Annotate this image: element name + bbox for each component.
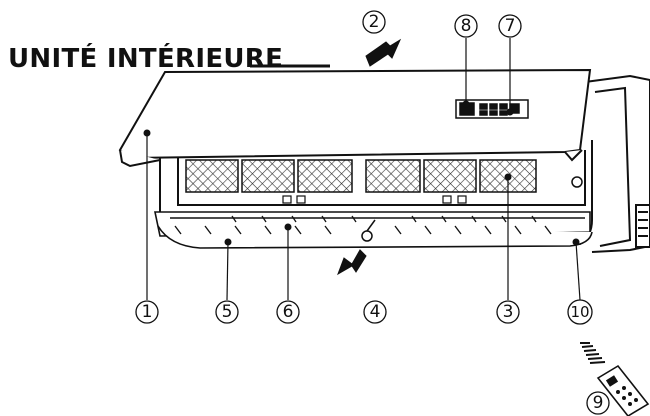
- callout-6: 6: [283, 302, 294, 322]
- unit-side-body: [584, 74, 650, 253]
- callout-markers: [135, 10, 610, 415]
- louver-blades: [174, 215, 552, 235]
- callout-9: 9: [593, 393, 604, 413]
- diagram-title: UNITÉ INTÉRIEURE: [8, 44, 284, 74]
- callout-1: 1: [142, 302, 153, 322]
- callout-circle-5: [215, 300, 239, 324]
- leader-lines: [146, 38, 581, 301]
- filter-5: [423, 159, 477, 193]
- callout-circle-6: [276, 300, 300, 324]
- callout-8: 8: [461, 16, 472, 36]
- remote-signal-lines: [580, 342, 606, 364]
- filter-2: [241, 159, 295, 193]
- callout-circle-3: [496, 300, 520, 324]
- remote-control: [580, 342, 650, 416]
- callout-circle-2: [362, 10, 386, 34]
- louver-assembly: [154, 211, 593, 249]
- callout-circle-4: [363, 300, 387, 324]
- filter-4: [365, 159, 421, 193]
- callout-circle-10: [567, 299, 593, 325]
- front-panel: [118, 68, 592, 168]
- callout-7: 7: [505, 16, 516, 36]
- callout-3: 3: [503, 302, 514, 322]
- callout-10: 10: [570, 303, 589, 321]
- callout-circle-9: [586, 391, 610, 415]
- callout-2: 2: [369, 12, 380, 32]
- callout-circle-8: [454, 14, 478, 38]
- leader-dots: [143, 100, 580, 246]
- air-inlet-arrow: [365, 38, 402, 67]
- filter-3: [297, 159, 353, 193]
- callout-circle-7: [498, 14, 522, 38]
- air-filters: [185, 159, 537, 193]
- callout-5: 5: [222, 302, 233, 322]
- air-outlet-arrow: [337, 249, 367, 276]
- emergency-button: [571, 176, 583, 188]
- filter-clips: [282, 195, 467, 204]
- callout-circle-1: [135, 300, 159, 324]
- callout-4: 4: [370, 302, 381, 322]
- louver-motor: [361, 219, 376, 242]
- filter-1: [185, 159, 239, 193]
